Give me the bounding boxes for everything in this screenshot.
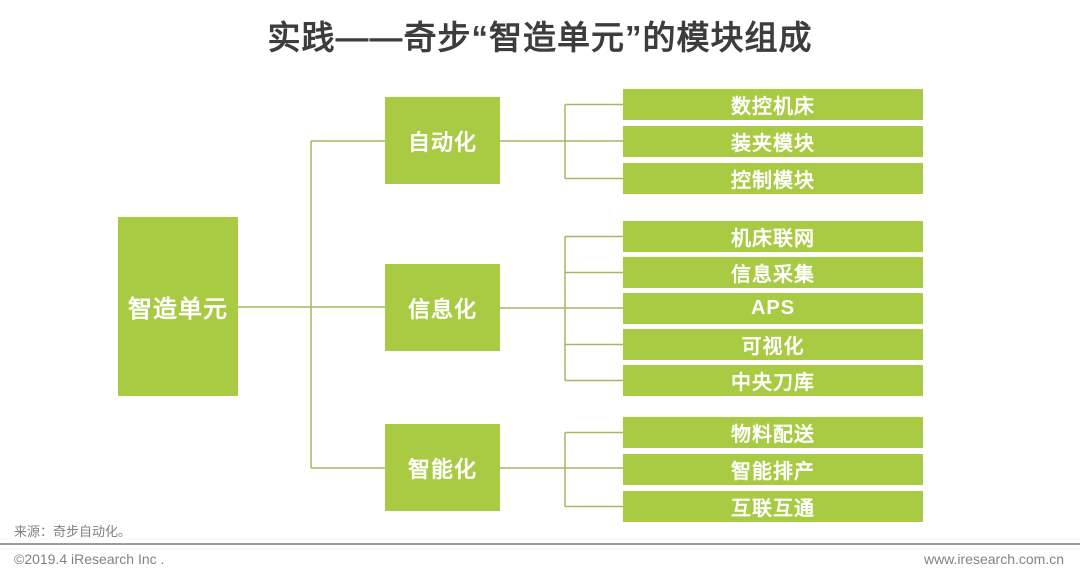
footer-website: www.iresearch.com.cn xyxy=(923,551,1064,567)
leaf-node: 物料配送 xyxy=(623,417,923,448)
leaf-node: 互联互通 xyxy=(623,491,923,522)
footer-divider xyxy=(0,543,1080,545)
leaf-node: 信息采集 xyxy=(623,257,923,288)
leaf-node: 可视化 xyxy=(623,329,923,360)
leaf-node: 中央刀库 xyxy=(623,365,923,396)
source-note: 来源：奇步自动化。 xyxy=(14,524,132,539)
leaf-node: 智能排产 xyxy=(623,454,923,485)
leaf-node: 控制模块 xyxy=(623,163,923,194)
leaf-node: APS xyxy=(623,293,923,324)
leaf-node: 数控机床 xyxy=(623,89,923,120)
leaf-node: 机床联网 xyxy=(623,221,923,252)
footer-copyright: ©2019.4 iResearch Inc . xyxy=(14,551,165,567)
leaf-node: 装夹模块 xyxy=(623,126,923,157)
branch-node-informatization: 信息化 xyxy=(385,264,500,351)
root-node: 智造单元 xyxy=(118,217,238,396)
page-title: 实践——奇步“智造单元”的模块组成 xyxy=(267,19,813,56)
branch-node-intelligence: 智能化 xyxy=(385,424,500,511)
branch-node-automation: 自动化 xyxy=(385,97,500,184)
